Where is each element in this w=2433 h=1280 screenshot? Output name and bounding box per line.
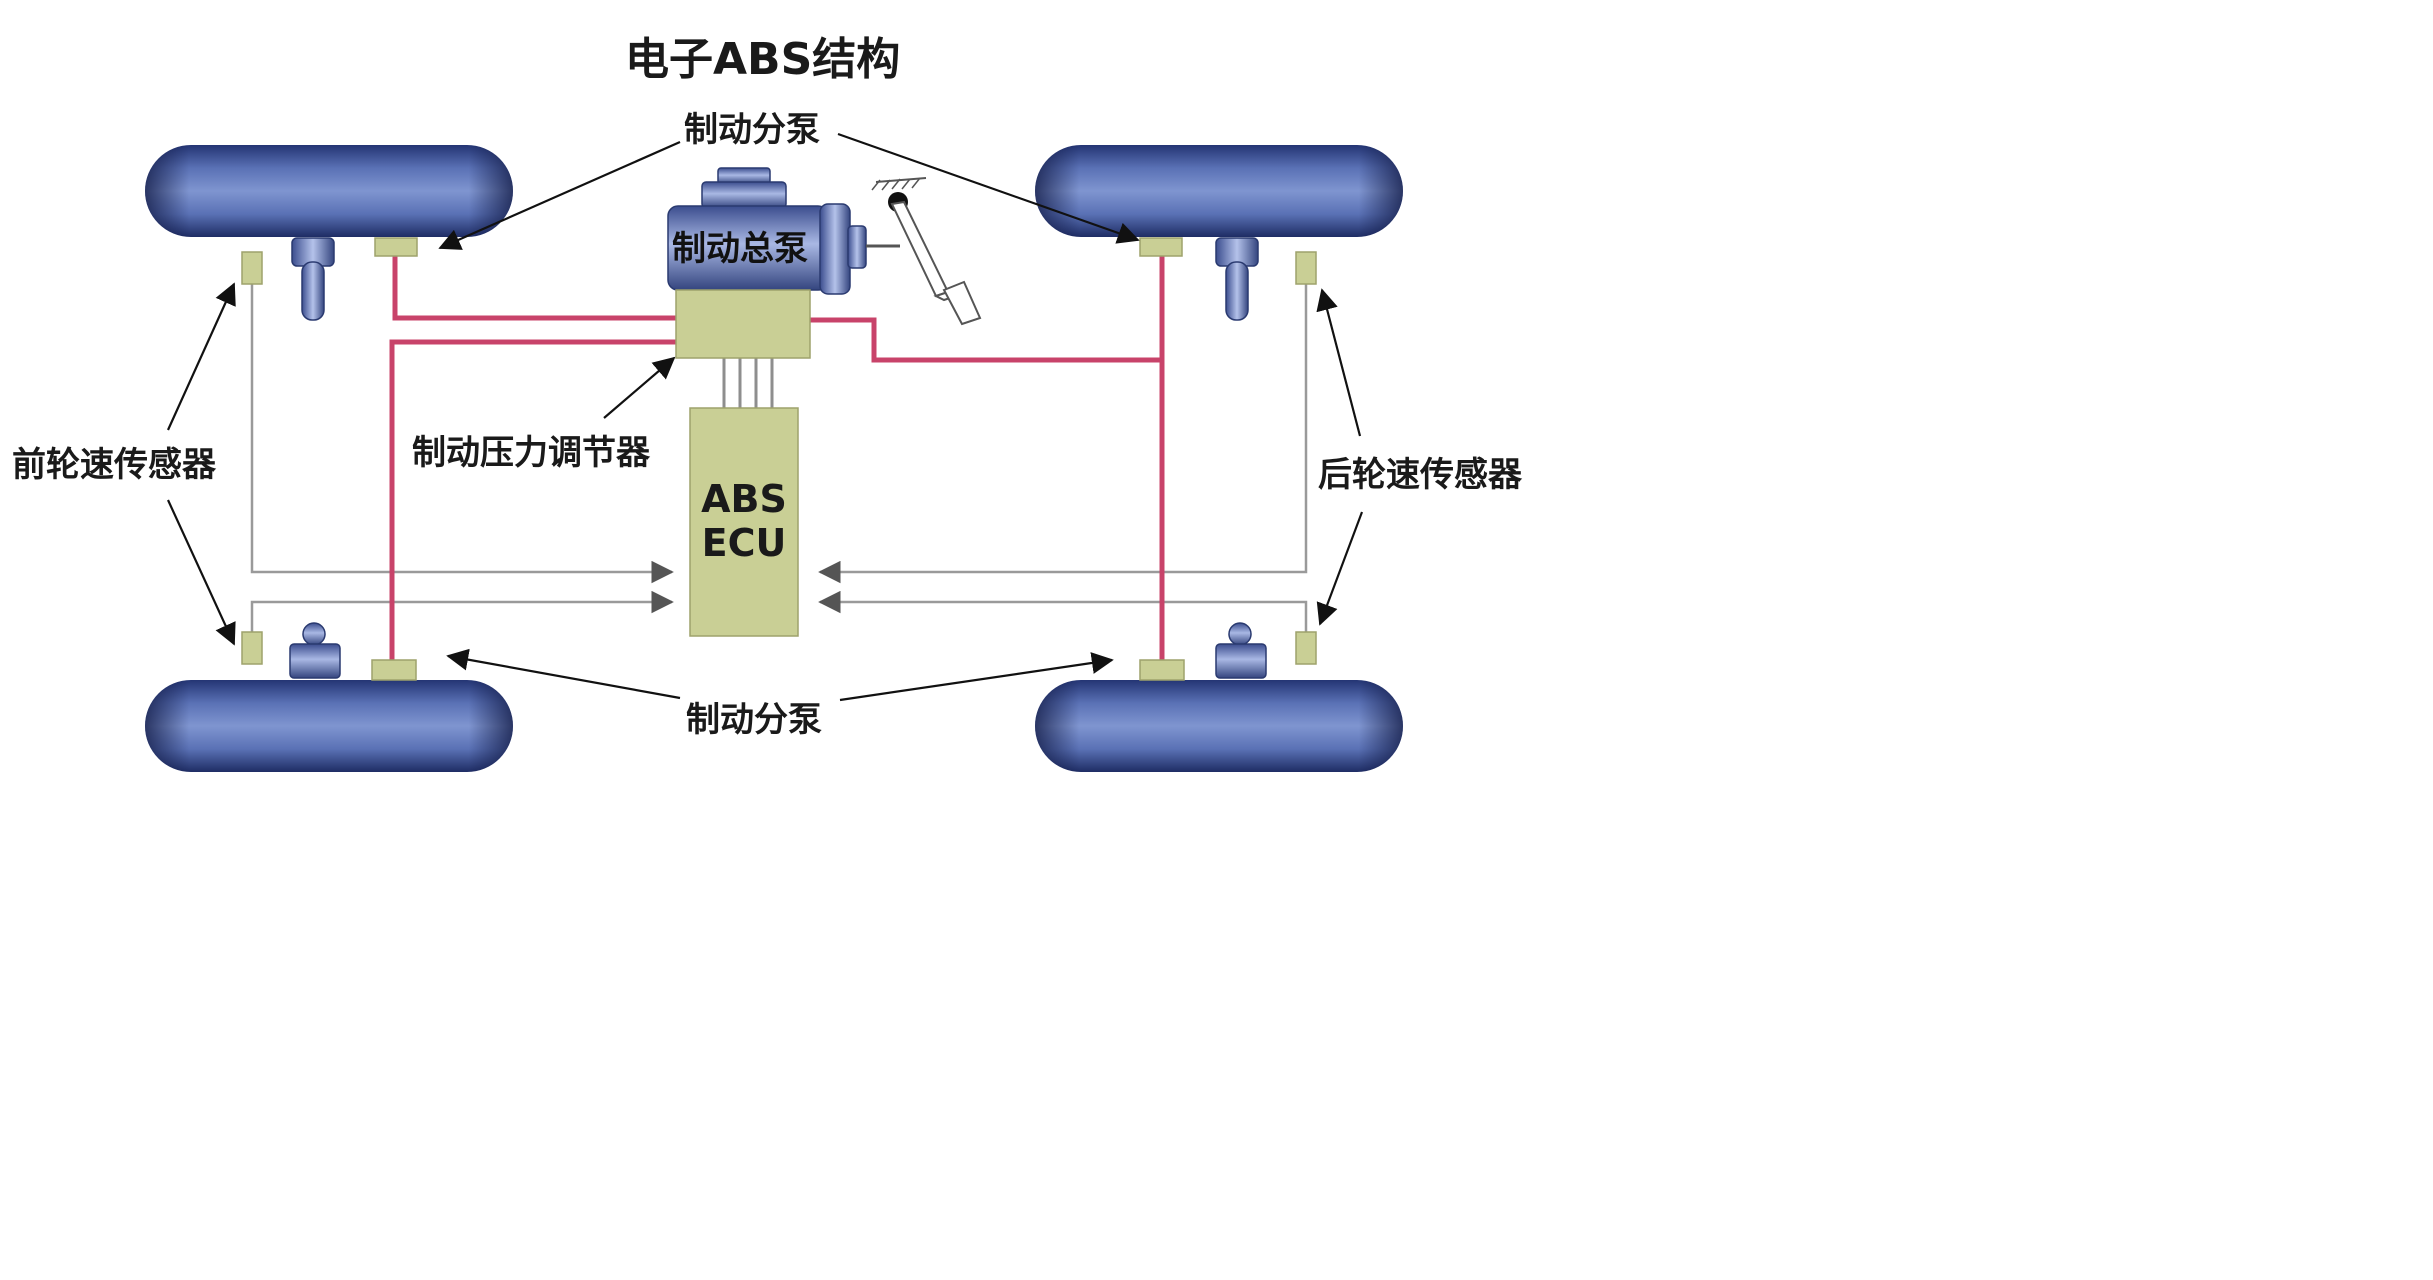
- brake-lines: [389, 254, 1165, 662]
- arrow-front-sensor-bottom: [167, 499, 236, 646]
- arrow-rear-sensor-bottom: [1316, 511, 1364, 626]
- brake-line-right: [810, 317, 1162, 363]
- label-pressure-regulator: 制动压力调节器: [412, 433, 650, 473]
- tire-front-left: [145, 145, 513, 237]
- tire-front-right: [1035, 145, 1403, 237]
- signal-wire-rear-left: [250, 590, 674, 632]
- arrow-regulator: [603, 356, 676, 419]
- axle-part-rear-right: [1215, 622, 1267, 679]
- brake-pedal: [871, 177, 982, 326]
- wheel-cylinder-rear-right: [1139, 659, 1185, 681]
- ecu-regulator-wires: [722, 358, 774, 410]
- arrow-rear-sensor-top: [1316, 288, 1362, 437]
- signal-wire-front-right: [818, 282, 1308, 584]
- pressure-regulator-box: [675, 289, 811, 359]
- arrow-bottom-cylinder-right: [839, 652, 1114, 702]
- label-rear-sensor: 后轮速传感器: [1318, 455, 1522, 495]
- tire-rear-right: [1035, 680, 1403, 772]
- wheel-cylinder-rear-left: [371, 659, 417, 681]
- speed-sensor-rear-left: [241, 631, 263, 665]
- label-master-cylinder: 制动总泵: [672, 229, 808, 269]
- axle-part-rear-left: [289, 622, 341, 679]
- label-brake-cylinder-bottom: 制动分泵: [686, 700, 822, 740]
- axle-part-front-right: [1215, 237, 1259, 321]
- abs-diagram: [145, 132, 1403, 772]
- brake-line-rear-left: [389, 339, 676, 662]
- label-front-sensor: 前轮速传感器: [12, 445, 216, 485]
- signal-wire-rear-right: [818, 590, 1308, 632]
- label-brake-cylinder-top: 制动分泵: [684, 110, 820, 150]
- label-arrows: [166, 132, 1364, 702]
- wheel-cylinder-front-right: [1139, 237, 1183, 257]
- brake-line-front-left: [392, 254, 676, 321]
- label-abs: ABS: [701, 477, 787, 521]
- arrow-bottom-cylinder-left: [446, 648, 681, 700]
- speed-sensor-rear-right: [1295, 631, 1317, 665]
- tire-rear-left: [145, 680, 513, 772]
- speed-sensor-front-right: [1295, 251, 1317, 285]
- wheel-cylinder-front-left: [374, 237, 418, 257]
- diagram-title: 电子ABS结构: [625, 34, 901, 85]
- label-abs-ecu: ABS ECU: [690, 480, 798, 562]
- signal-wires: [250, 282, 1308, 632]
- arrow-front-sensor-top: [166, 282, 236, 431]
- arrow-top-cylinder-left: [438, 140, 681, 250]
- master-cylinder: [667, 167, 900, 295]
- label-ecu: ECU: [701, 521, 787, 565]
- axle-part-front-left: [291, 237, 335, 321]
- speed-sensor-front-left: [241, 251, 263, 285]
- arrow-top-cylinder-right: [837, 132, 1140, 244]
- abs-ecu-box: [689, 407, 799, 637]
- signal-wire-front-left: [250, 282, 674, 584]
